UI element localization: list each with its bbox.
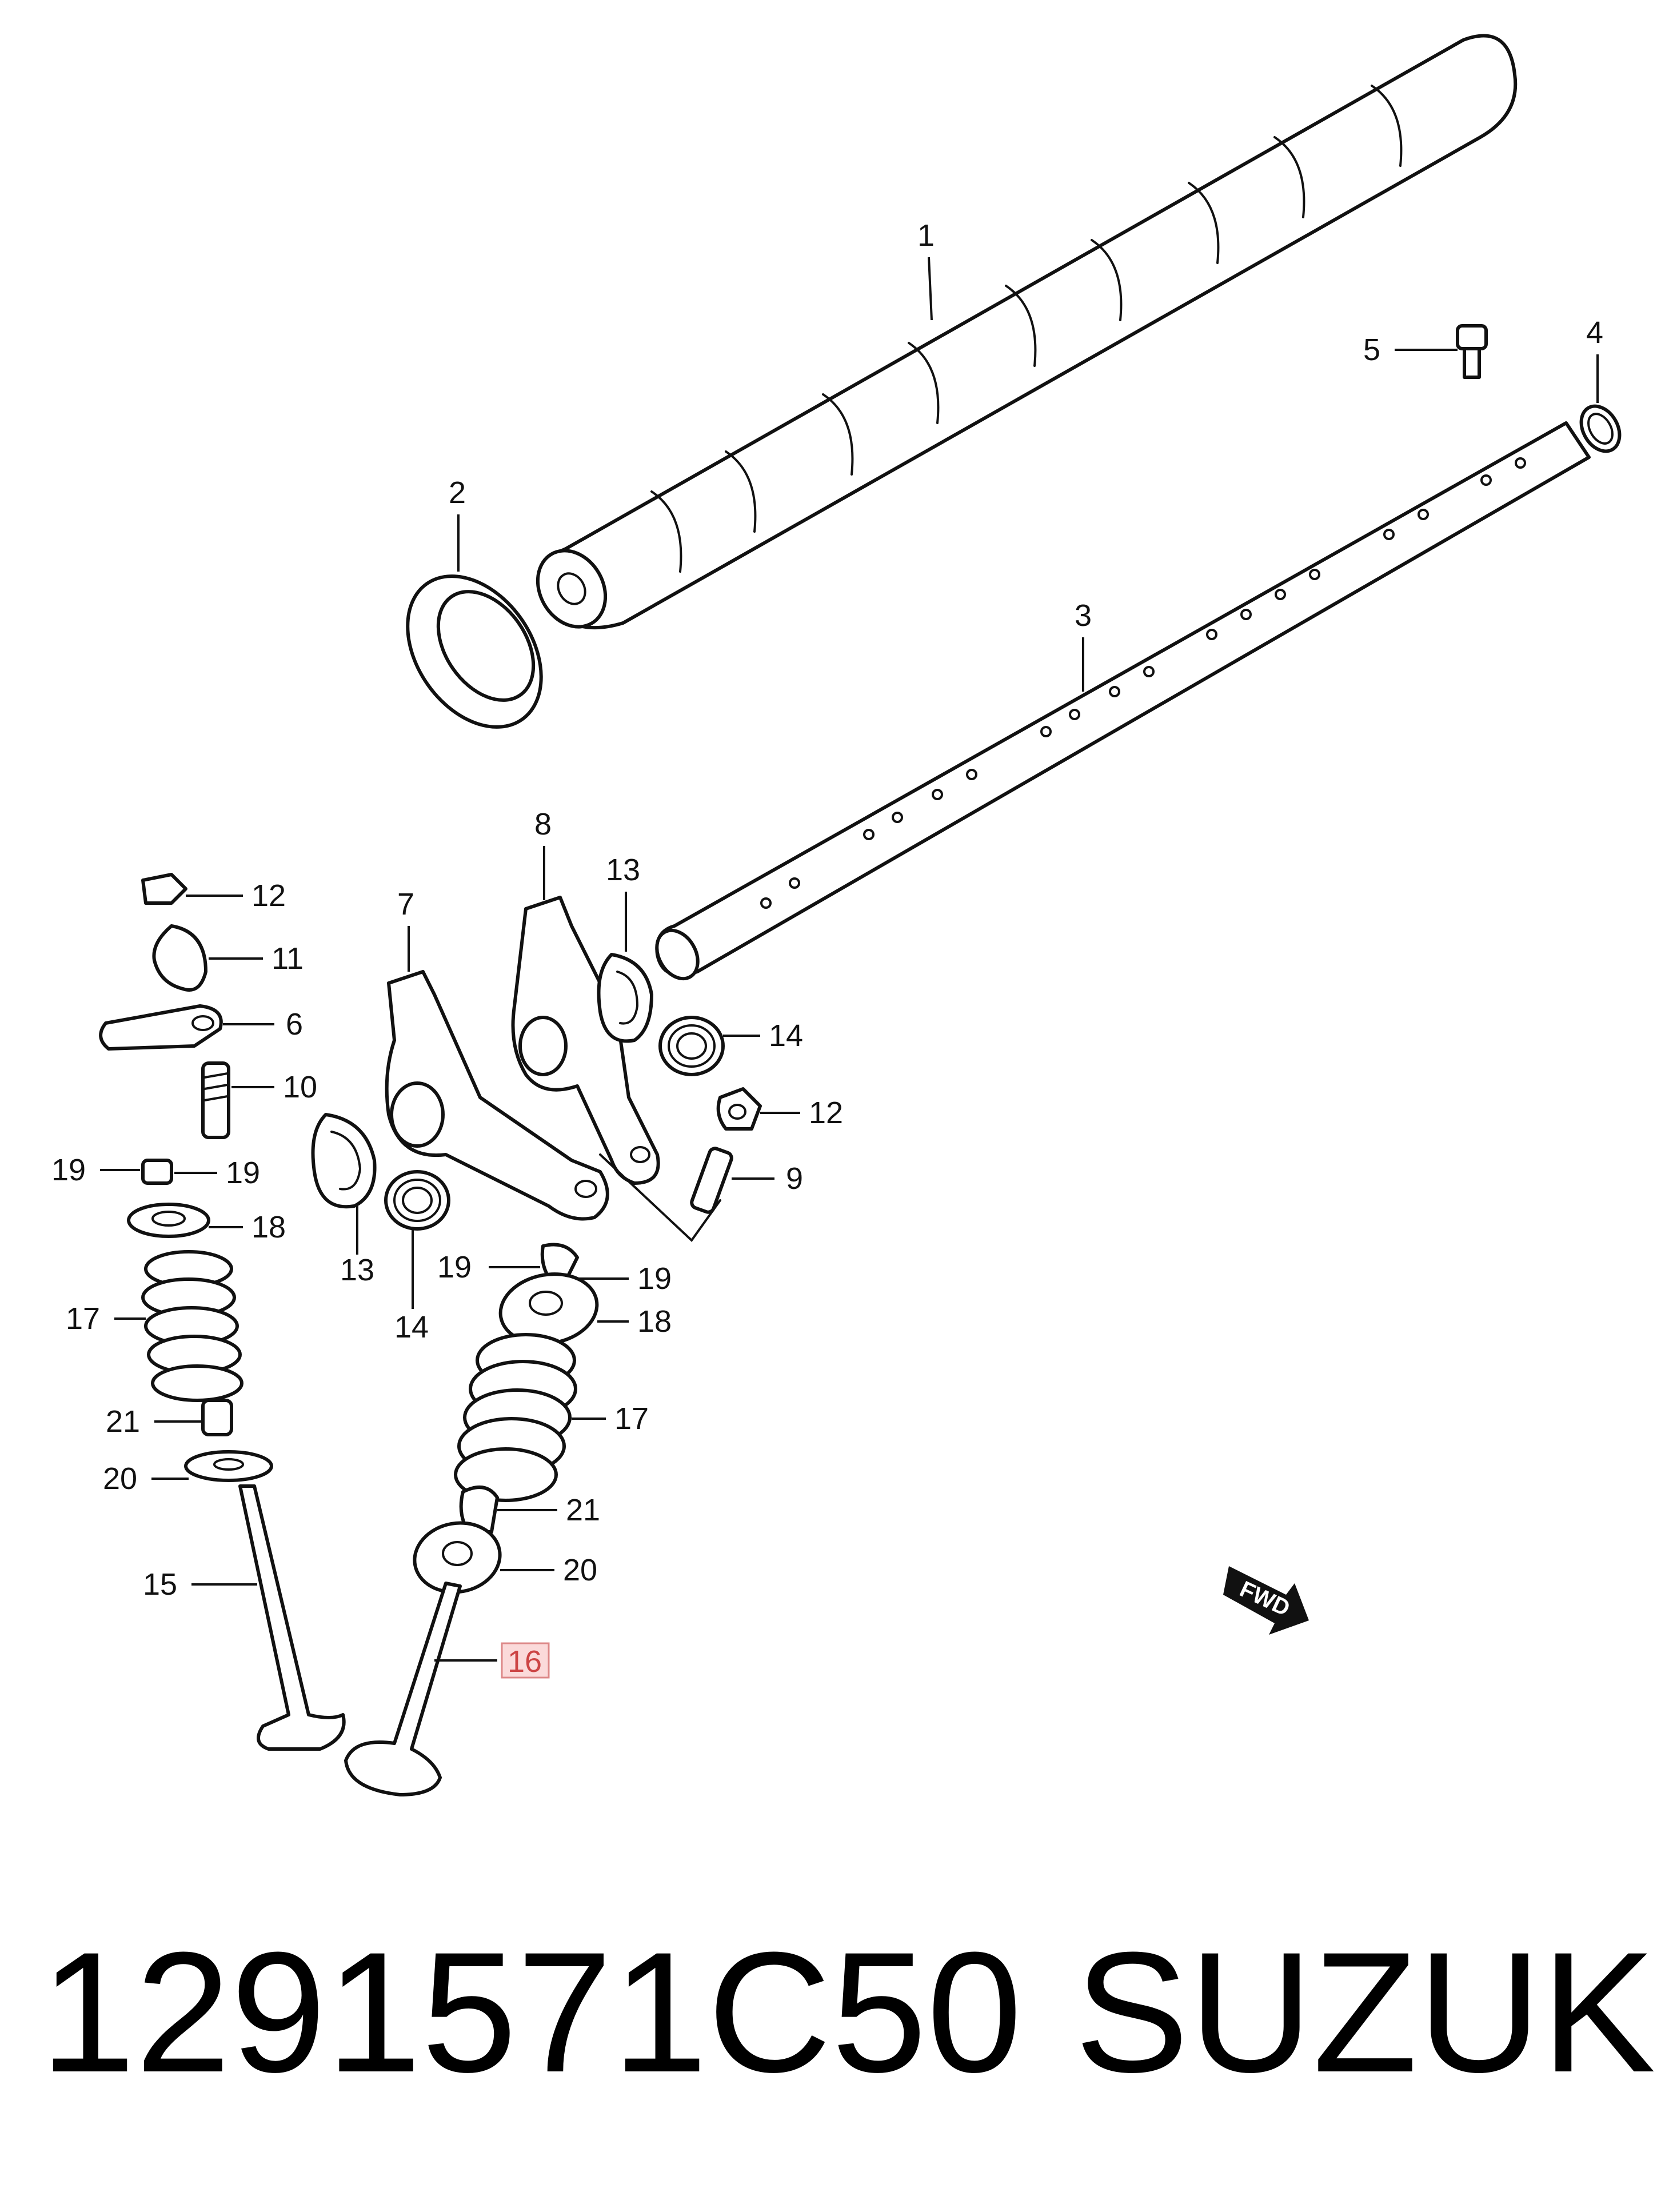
callout-20-left: 20 [103,1462,137,1496]
callout-16: 16 [508,1644,542,1679]
spring-retainer-left [127,1203,210,1238]
rocker-arm-right [511,896,660,1185]
fwd-arrow-icon: FWD [1223,1566,1309,1635]
callout-14-upper: 14 [769,1019,803,1053]
callout-20-right: 20 [563,1553,597,1587]
callout-17-left: 17 [66,1301,100,1336]
callout-18-right: 18 [637,1304,672,1339]
adjusting-screw-right [690,1147,733,1214]
parts-diagram: FWD 1 2 3 4 5 6 7 8 9 10 11 12 12 13 13 [51,34,1622,1796]
callout-4: 4 [1586,316,1603,350]
callout-12-upper: 12 [251,879,286,913]
callout-6: 6 [286,1007,303,1041]
callout-11: 11 [271,941,304,976]
callout-21-left: 21 [106,1404,140,1439]
callout-15: 15 [143,1567,177,1602]
callout-5: 5 [1363,333,1380,367]
valve-stem-seal-left [201,1399,233,1436]
intake-valve [344,1582,462,1796]
callout-19-left-a: 19 [51,1153,86,1187]
valve-cotter-right [540,1243,579,1282]
retaining-clip [152,924,207,992]
nut-right [716,1087,762,1131]
callout-13-lower: 13 [340,1253,374,1287]
rocker-arm-shaft [655,421,1591,981]
exhaust-valve [238,1484,346,1751]
callout-12-right: 12 [809,1096,843,1130]
callouts: 1 2 3 4 5 6 7 8 9 10 11 12 12 13 13 14 1 [51,218,1603,1679]
shaft-bolt [1456,324,1488,379]
rocker-spring-lower [384,1170,450,1231]
valve-stem-seal-right [459,1486,499,1534]
o-ring [1579,404,1622,453]
caption-bar: 1291571C50 SUZUKI [0,1892,1665,2132]
adjusting-lever [99,1004,223,1051]
rocker-arm-left [385,970,609,1221]
callout-10: 10 [283,1070,317,1104]
valve-spring-left [141,1250,243,1402]
callout-2: 2 [449,476,466,510]
nut-upper-left [141,873,187,905]
rocker-spring-upper [658,1016,725,1076]
spring-retainer-right [498,1272,599,1345]
callout-13-upper: 13 [606,853,640,887]
callout-21-right: 21 [566,1493,600,1527]
wave-washer-lower [311,1113,377,1209]
callout-14-lower: 14 [394,1310,429,1344]
valve-spring-right [454,1333,577,1502]
wave-washer-upper [597,953,653,1043]
callout-19-right-a: 19 [437,1250,472,1284]
callout-17-right: 17 [614,1402,649,1436]
callout-3: 3 [1075,598,1092,633]
callout-8: 8 [534,807,552,841]
adjusting-screw-left [201,1061,230,1139]
oil-seal [406,574,543,729]
spring-seat-left [184,1450,273,1482]
callout-1: 1 [917,218,935,253]
callout-7: 7 [397,887,414,921]
callout-9: 9 [786,1161,803,1196]
brand-name: SUZUKI [1075,1916,1665,2108]
spring-seat-right [413,1521,502,1594]
callout-18-left: 18 [251,1210,286,1244]
callout-19-left-b: 19 [226,1156,260,1190]
callout-19-right-b: 19 [637,1261,672,1296]
camshaft [536,34,1518,630]
highlight-box-16 [501,1642,550,1679]
part-number: 1291571C50 [40,1916,1023,2108]
valve-cotter-left [141,1159,173,1185]
